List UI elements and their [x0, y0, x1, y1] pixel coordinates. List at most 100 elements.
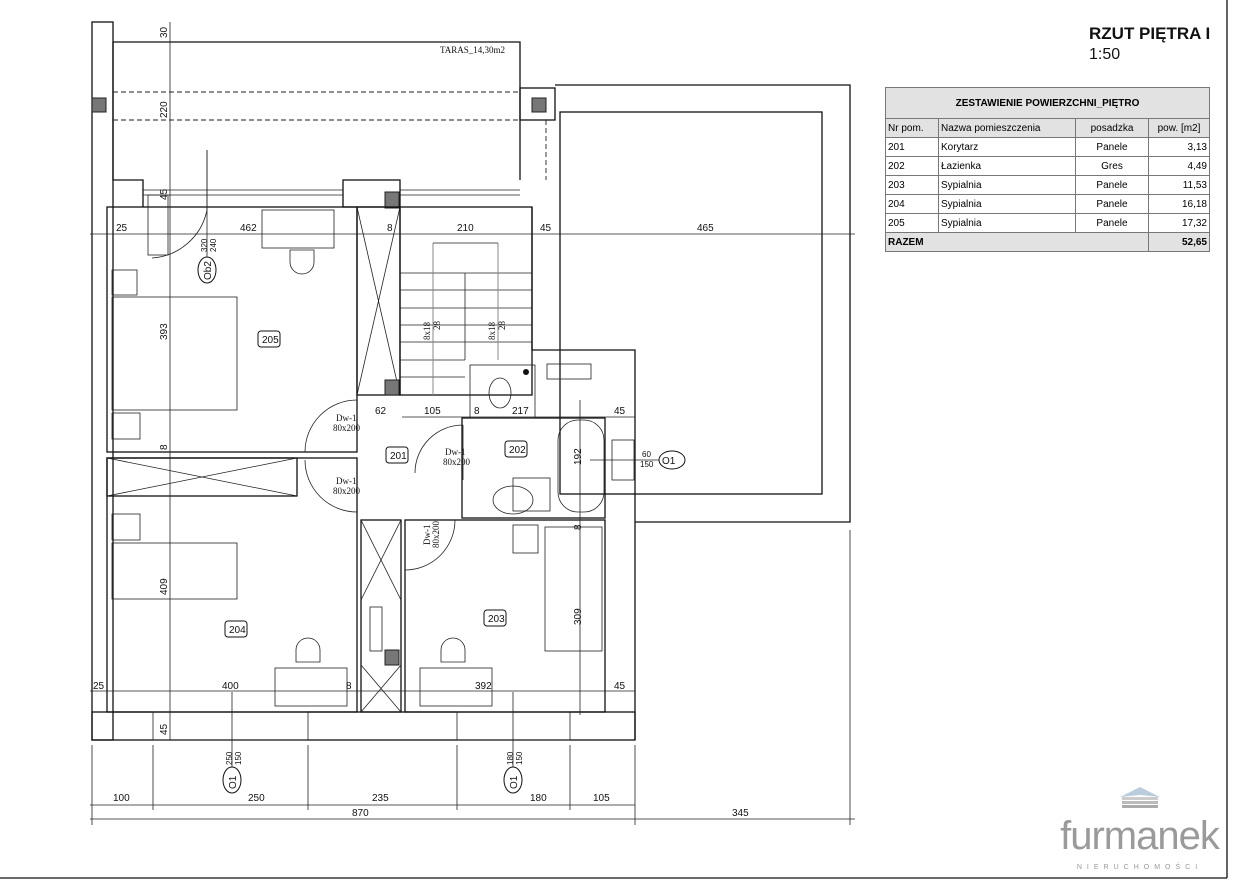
dimension-label: 870	[352, 808, 369, 819]
cell-name: Sypialnia	[938, 213, 1076, 233]
stair-label: 8x18	[487, 322, 497, 341]
toilet-icon	[488, 377, 512, 409]
dimension-label: 45	[614, 406, 626, 417]
window-tags: Ob2 320 240 O1 250 150 O1 180 150 O1 60 …	[197, 150, 686, 794]
room-tag-205: 205	[262, 335, 279, 346]
dimension-label: 45	[540, 223, 552, 234]
dimension-label: 150	[234, 751, 243, 765]
dimension-label: 320	[200, 238, 209, 252]
dimension-label: 8	[573, 524, 584, 530]
cell-floor: Panele	[1075, 175, 1149, 195]
chair	[289, 249, 315, 275]
column-header: Nr pom.	[885, 118, 939, 138]
cell-name: Sypialnia	[938, 194, 1076, 214]
dimension-label: 25	[116, 223, 128, 234]
building-logo-icon	[1119, 787, 1160, 808]
cell-floor: Panele	[1075, 137, 1149, 157]
total-label: RAZEM	[885, 232, 1149, 252]
cell-area: 3,13	[1148, 137, 1210, 157]
dimension-label: 462	[240, 223, 257, 234]
bed	[544, 526, 603, 652]
dimension-label: 220	[159, 101, 170, 118]
company-logo: furmanek NIERUCHOMOŚCI	[1047, 785, 1232, 871]
cell-name: Sypialnia	[938, 175, 1076, 195]
cell-area: 17,32	[1148, 213, 1210, 233]
dimension-label: 240	[209, 238, 218, 252]
cell-floor: Panele	[1075, 213, 1149, 233]
dimension-label: 8	[387, 223, 393, 234]
cell-area: 16,18	[1148, 194, 1210, 214]
washer-icon	[512, 477, 551, 512]
dimension-label: 345	[732, 808, 749, 819]
stairs: 8x18 28 8x18 28	[400, 242, 532, 395]
dimension-label: 180	[506, 751, 515, 765]
stair-label: 8x18	[422, 322, 432, 341]
dimension-label: 217	[512, 406, 529, 417]
logo-tagline: NIERUCHOMOŚCI	[1076, 864, 1203, 871]
switchboard-icon	[546, 363, 592, 380]
cell-nr: 204	[885, 194, 939, 214]
wardrobe	[106, 457, 298, 497]
terrace-label: TARAS_14,30m2	[440, 45, 505, 55]
stair-tread: 28	[497, 321, 507, 331]
dimension-label: 45	[614, 681, 626, 692]
dimension-label: 45	[159, 188, 170, 200]
dimension-label: O1	[228, 775, 239, 789]
door-label: Dw-1	[336, 476, 357, 486]
cell-name: Korytarz	[938, 137, 1076, 157]
drain-icon	[523, 369, 529, 375]
door-size: 80x200	[443, 457, 471, 467]
terrace: TARAS_14,30m2	[91, 21, 556, 741]
cooktop-icon	[369, 606, 383, 652]
room-tags: 201 202 203 204 205	[224, 330, 528, 638]
cell-area: 11,53	[1148, 175, 1210, 195]
dimension-label: 210	[457, 223, 474, 234]
dimension-label: O1	[662, 456, 676, 467]
cell-nr: 202	[885, 156, 939, 176]
dimensions: 25 462 8 210 45 465 30 220 45 393 8 409 …	[90, 22, 855, 825]
column-header: posadzka	[1075, 118, 1149, 138]
cell-floor: Gres	[1075, 156, 1149, 176]
dimension-label: 105	[593, 793, 610, 804]
plan-title: RZUT PIĘTRA I	[1089, 24, 1211, 43]
door-size: 80x200	[333, 423, 361, 433]
desk	[274, 667, 348, 707]
desk	[261, 209, 335, 249]
dimension-label: O1	[509, 775, 520, 789]
dimension-label: 25	[93, 681, 105, 692]
room-tag-201: 201	[390, 451, 407, 462]
chair	[295, 637, 321, 663]
column-header: pow. [m2]	[1148, 118, 1210, 138]
dimension-label: 400	[222, 681, 239, 692]
dimension-label: 393	[159, 323, 170, 340]
stair-tread: 28	[432, 321, 442, 331]
dimension-label: 180	[530, 793, 547, 804]
dimension-label: 409	[159, 578, 170, 595]
bed	[111, 296, 238, 411]
walls	[91, 194, 636, 741]
cell-nr: 205	[885, 213, 939, 233]
plan-scale: 1:50	[1089, 46, 1121, 63]
bathtub-icon	[557, 419, 605, 513]
dimension-label: 465	[697, 223, 714, 234]
dimension-label: 8	[159, 444, 170, 450]
room-tag-202: 202	[509, 445, 526, 456]
furniture	[111, 209, 605, 707]
column-header: Nazwa pomieszczenia	[938, 118, 1076, 138]
area-summary-table: ZESTAWIENIE POWIERZCHNI_PIĘTRO Nr pom. N…	[885, 87, 1210, 252]
door-size: 80x200	[431, 521, 441, 549]
dimension-label: 100	[113, 793, 130, 804]
cell-nr: 203	[885, 175, 939, 195]
chimney-icon	[531, 97, 547, 113]
room-tag-203: 203	[488, 614, 505, 625]
dimension-label: 150	[515, 751, 524, 765]
dimension-label: 150	[640, 460, 654, 469]
window-o1-left	[152, 711, 309, 741]
cell-floor: Panele	[1075, 194, 1149, 214]
